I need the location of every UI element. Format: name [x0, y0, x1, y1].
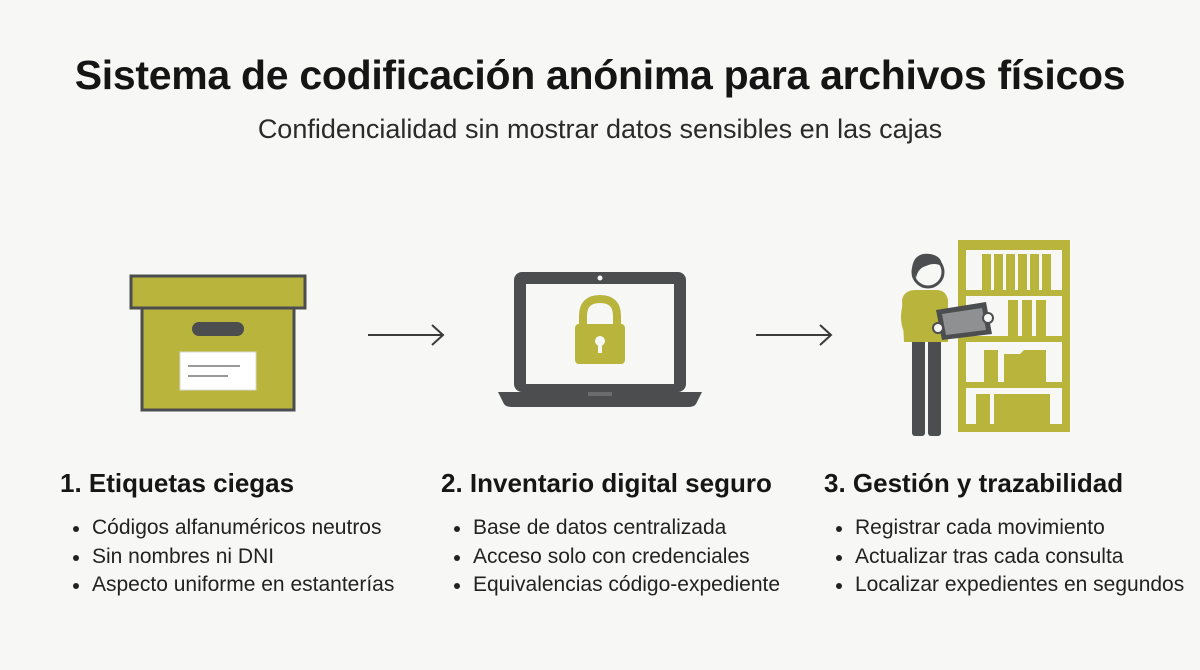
list-item: Actualizar tras cada consulta	[823, 543, 1184, 572]
laptop-lock-icon	[496, 268, 704, 410]
step-2-title: 2. Inventario digital seguro	[441, 468, 772, 498]
step-3-title: 3. Gestión y trazabilidad	[824, 468, 1124, 498]
list-item: Base de datos centralizada	[441, 514, 780, 543]
list-item: Registrar cada movimiento	[823, 514, 1184, 543]
archive-box-icon	[128, 272, 308, 414]
step-1-bullets: Códigos alfanuméricos neutros Sin nombre…	[60, 514, 394, 600]
page-subtitle: Confidencialidad sin mostrar datos sensi…	[257, 114, 943, 144]
arrow-right-icon	[754, 322, 834, 348]
list-item: Acceso solo con credenciales	[441, 543, 780, 572]
list-item: Aspecto uniforme en estanterías	[60, 571, 394, 600]
archivist-shelf-icon	[896, 238, 1074, 442]
page-title: Sistema de codificación anónima para arc…	[74, 52, 1126, 98]
step-2-bullets: Base de datos centralizada Acceso solo c…	[441, 514, 780, 600]
list-item: Equivalencias código-expediente	[441, 571, 780, 600]
step-3-bullets: Registrar cada movimiento Actualizar tra…	[823, 514, 1184, 600]
list-item: Localizar expedientes en segundos	[823, 571, 1184, 600]
list-item: Códigos alfanuméricos neutros	[60, 514, 394, 543]
arrow-right-icon	[366, 322, 446, 348]
list-item: Sin nombres ni DNI	[60, 543, 394, 572]
step-1-title: 1. Etiquetas ciegas	[60, 468, 295, 498]
